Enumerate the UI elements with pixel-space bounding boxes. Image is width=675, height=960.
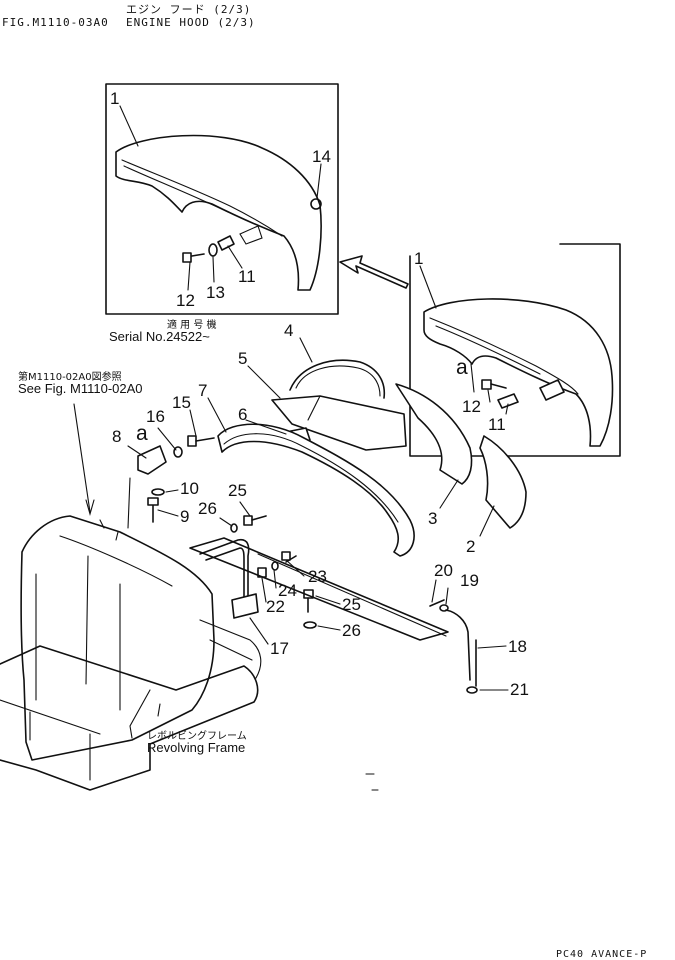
callout-25-lower: 25: [342, 595, 361, 614]
figure-title-jp: エジン フード (2/3): [126, 3, 252, 16]
callout-21: 21: [510, 680, 529, 699]
callout-26-upper: 26: [198, 499, 217, 518]
frame-leader: [129, 689, 151, 739]
callout-5: 5: [238, 349, 247, 368]
callout-labels: 1 14 12 13 11 1 a 12 11 4 5 7 6 3 2 15 1…: [110, 89, 529, 699]
callout-r-11: 11: [488, 415, 506, 434]
figure-title-en: ENGINE HOOD (2/3): [126, 16, 256, 29]
callout-10: 10: [180, 479, 199, 498]
callout-15: 15: [172, 393, 191, 412]
callout-6: 6: [238, 405, 247, 424]
callout-18: 18: [508, 637, 527, 656]
part-7-seal-frame: [217, 423, 415, 557]
callout-r-a: a: [456, 356, 468, 379]
direction-arrow: [339, 255, 409, 289]
callout-3: 3: [428, 509, 437, 528]
revolving-frame: [0, 645, 259, 791]
callout-26-lower: 26: [342, 621, 361, 640]
inset-frame: [105, 83, 339, 315]
part-18-pipe: [445, 609, 471, 681]
callout-16: 16: [146, 407, 165, 426]
part-8-bracket: [137, 445, 167, 475]
callout-r-1: 1: [414, 249, 423, 268]
callout-24: 24: [278, 581, 297, 600]
callout-inset-1: 1: [110, 89, 119, 108]
callout-a: a: [136, 422, 148, 445]
inset-detail: [105, 83, 339, 315]
under-cover-plate: [189, 537, 449, 641]
part-2-corner-cover: [479, 435, 527, 529]
inset-serial-number: Serial No.24522~: [109, 329, 210, 344]
callout-22: 22: [266, 597, 285, 616]
part-4-seal: [289, 359, 386, 399]
callout-7: 7: [198, 381, 207, 400]
callout-4: 4: [284, 321, 293, 340]
revolving-frame-jp: レボルビングフレーム: [147, 731, 247, 742]
see-fig-jp: 第M1110-02A0図参照: [18, 372, 122, 383]
footer-code: PC40 AVANCE-P: [556, 949, 648, 960]
callout-25-upper: 25: [228, 481, 247, 500]
stray-marks: [365, 773, 379, 791]
inset-nut: [310, 198, 322, 210]
engine-hood-base: [20, 515, 215, 761]
inset-hood-cover: [115, 134, 322, 291]
callout-inset-13: 13: [206, 283, 225, 302]
right-detail: [409, 243, 621, 457]
revolving-frame-en: Revolving Frame: [147, 740, 246, 755]
callout-r-12: 12: [462, 397, 481, 416]
figure-number: FIG.M1110-03A0: [2, 16, 109, 29]
inset-applicable-jp: 適 用 号 機: [167, 320, 217, 331]
callout-8: 8: [112, 427, 121, 446]
callout-20: 20: [434, 561, 453, 580]
callout-9: 9: [180, 507, 189, 526]
callout-inset-12: 12: [176, 291, 195, 310]
callout-inset-14: 14: [312, 147, 331, 166]
callout-23: 23: [308, 567, 327, 586]
stay-pipe: [199, 538, 250, 605]
callout-19: 19: [460, 571, 479, 590]
part-3-seal: [395, 383, 473, 485]
callout-2: 2: [466, 537, 475, 556]
see-fig-en: See Fig. M1110-02A0: [18, 381, 143, 396]
see-fig-leader: [73, 403, 91, 513]
callout-17: 17: [270, 639, 289, 658]
callout-inset-11: 11: [238, 267, 256, 286]
